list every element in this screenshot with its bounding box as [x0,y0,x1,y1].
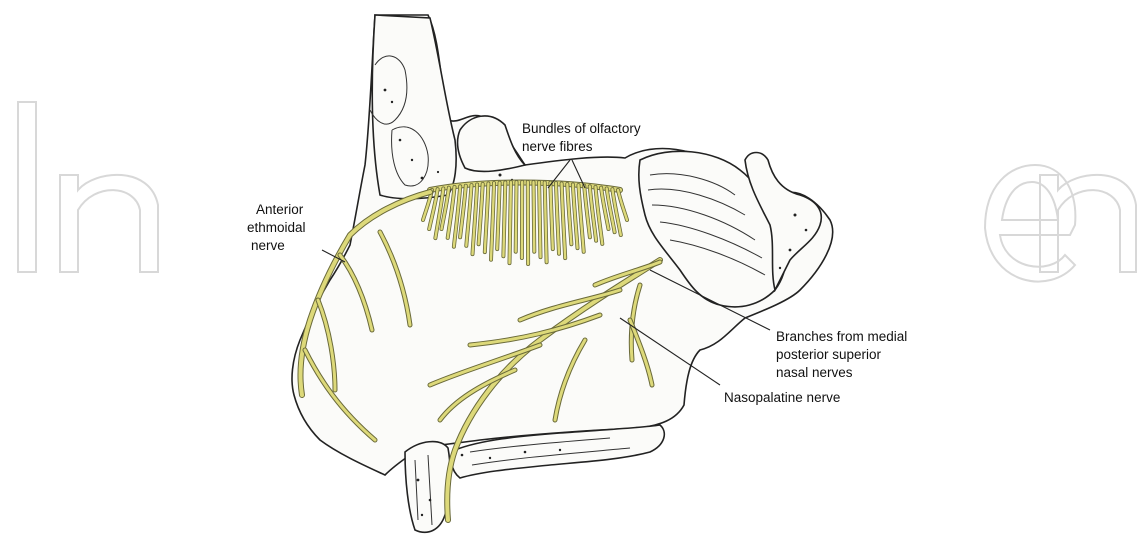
label-anterior-line1: Anterior [256,202,304,217]
label-anterior-line2: ethmoidal [247,220,306,235]
label-olfactory-line2: nerve fibres [522,139,593,154]
olfactory-fibre [539,182,540,257]
olfactory-fibre [516,182,517,252]
olfactory-fibre [534,182,535,252]
olfactory-fibre [510,182,511,263]
frontal-bone [372,15,456,199]
label-branches-line1: Branches from medial [776,329,907,344]
label-nasopalatine: Nasopalatine nerve [724,390,840,405]
crista-galli [458,116,525,172]
label-olfactory-line1: Bundles of olfactory [522,121,641,136]
label-branches-line2: posterior superior [776,347,882,362]
label-branches-line3: nasal nerves [776,365,853,380]
nasal-septum-outline [292,15,833,532]
label-anterior-line3: nerve [251,238,285,253]
